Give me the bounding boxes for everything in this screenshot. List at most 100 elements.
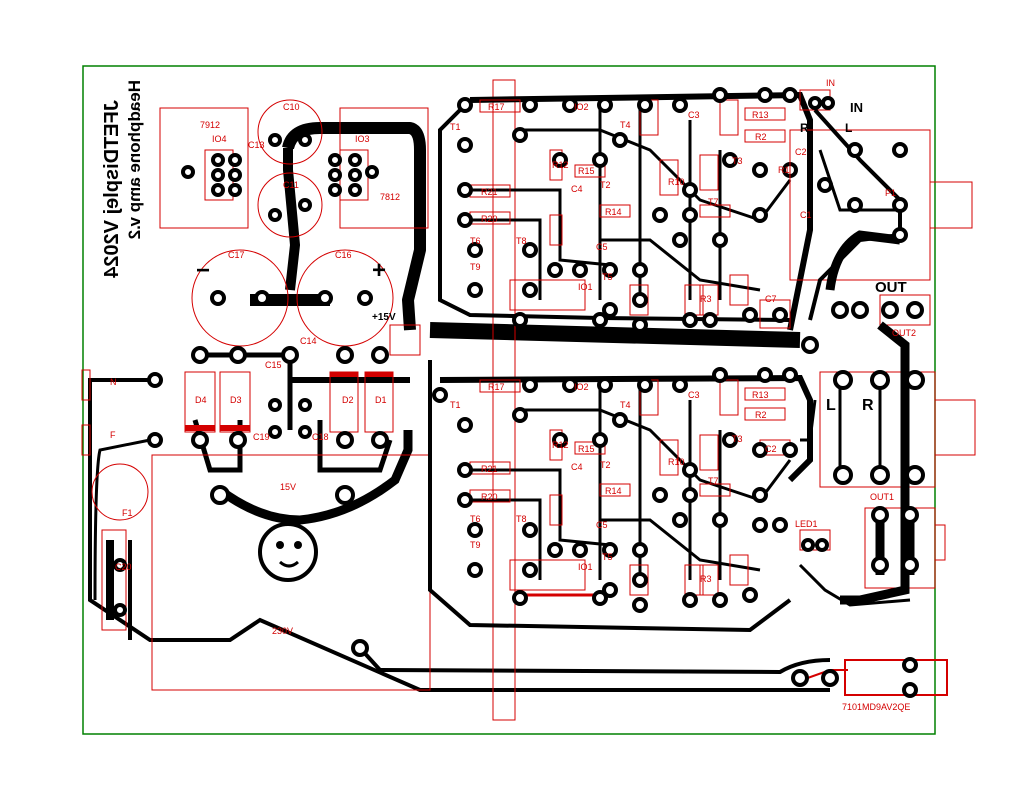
- tag-box: [844, 659, 948, 696]
- pot-label: P1: [885, 188, 896, 198]
- part-label: R21: [481, 464, 498, 474]
- part-label: R10: [668, 457, 685, 467]
- part-label: C3: [688, 110, 700, 120]
- cap-c17: [191, 249, 289, 347]
- part-label: C14: [300, 336, 317, 346]
- part-label: C16: [335, 250, 352, 260]
- part-label: R20: [481, 214, 498, 224]
- input-ref-label: IN: [826, 78, 835, 88]
- part-label: D3: [230, 395, 242, 405]
- part-label: R15: [578, 444, 595, 454]
- part-label: T3: [732, 434, 743, 444]
- part-label: R2: [755, 132, 767, 142]
- part-label: T7: [708, 476, 719, 486]
- output-r-label: R: [862, 397, 874, 414]
- part-label: C13: [248, 140, 265, 150]
- plus-sign: +: [372, 257, 386, 284]
- part-label: R21: [481, 187, 498, 197]
- part-label: R2: [755, 410, 767, 420]
- part-label: T6: [470, 514, 481, 524]
- fuse-label: F1: [122, 508, 133, 518]
- part-label: D4: [195, 395, 207, 405]
- board-subtitle: Headphone amp v.2: [125, 80, 144, 239]
- power-part-labels: C10 C11 C13 C17 C16 C15 C14 C19 C18 C20 …: [115, 102, 400, 572]
- board-subtitle-group: Headphone amp v.2: [125, 80, 144, 239]
- part-label: T6: [470, 236, 481, 246]
- tag-label: 7101MD9AV2QE: [842, 702, 910, 712]
- part-label: R17: [488, 102, 505, 112]
- mains-n-label: N: [110, 377, 117, 387]
- part-label: IO3: [355, 134, 370, 144]
- out2-ref-label: OUT2: [892, 328, 916, 338]
- part-label: C4: [571, 462, 583, 472]
- part-label: T9: [470, 262, 481, 272]
- part-label: IO1: [578, 282, 593, 292]
- part-label: T5: [602, 552, 613, 562]
- part-label: C19: [253, 432, 270, 442]
- part-label: C2: [795, 147, 807, 157]
- part-label: T3: [732, 156, 743, 166]
- part-label: C1: [800, 210, 812, 220]
- mains-f-label: F: [110, 430, 116, 440]
- part-label: C15: [265, 360, 282, 370]
- part-label: R17: [488, 382, 505, 392]
- board-title-group: JFETDisplej V2024: [101, 100, 123, 279]
- amp-channel-top: [438, 79, 813, 721]
- led-label: LED1: [795, 519, 818, 529]
- mains-voltage-label: 230V: [272, 626, 293, 636]
- rail-label: +15V: [372, 312, 396, 323]
- part-label: R10: [668, 177, 685, 187]
- part-label: C17: [228, 250, 245, 260]
- connectors-section: [789, 89, 976, 698]
- part-label: R14: [605, 207, 622, 217]
- part-label: R15: [578, 166, 595, 176]
- channel-part-labels-bottom: R17 IO2 R13 R2 T1 T2 T3 T4 T5 T6 T7 T8 T…: [450, 382, 777, 584]
- part-label: T2: [600, 180, 611, 190]
- part-label: R12: [552, 440, 569, 450]
- part-label: T1: [450, 122, 461, 132]
- part-label: C20: [115, 562, 132, 572]
- part-label: R13: [752, 390, 769, 400]
- part-label: C4: [571, 184, 583, 194]
- cap-c10: [257, 99, 323, 165]
- part-label: R14: [605, 486, 622, 496]
- amp-channel-bottom: [428, 360, 813, 633]
- out1-ref-label: OUT1: [870, 492, 894, 502]
- part-label: R3: [700, 294, 712, 304]
- part-label: R12: [552, 160, 569, 170]
- part-label: IO4: [212, 134, 227, 144]
- part-label: R13: [752, 110, 769, 120]
- part-label: T7: [708, 197, 719, 207]
- part-label: 7912: [200, 120, 220, 130]
- part-label: T8: [516, 236, 527, 246]
- input-r-label: R: [800, 121, 809, 135]
- smiley-icon: [258, 522, 318, 582]
- output-l-label: L: [826, 397, 836, 414]
- part-label: R1: [778, 165, 790, 175]
- part-label: R20: [481, 492, 498, 502]
- part-label: C2: [765, 444, 777, 454]
- input-l-label: L: [845, 121, 852, 135]
- part-label: D1: [375, 395, 387, 405]
- cap-c11: [257, 172, 323, 238]
- part-label: C18: [312, 432, 329, 442]
- input-label: IN: [850, 100, 863, 115]
- part-label: IO2: [574, 382, 589, 392]
- channel-part-labels: R17 IO2 R13 R2 T1 T2 T3 T4 T5 T6 T7 T8 T…: [450, 102, 812, 304]
- part-label: C10: [283, 102, 300, 112]
- part-label: R3: [700, 574, 712, 584]
- part-label: T1: [450, 400, 461, 410]
- part-label: C11: [283, 180, 299, 190]
- part-label: D2: [342, 395, 354, 405]
- part-label: T5: [602, 272, 613, 282]
- part-label: T9: [470, 540, 481, 550]
- part-label: C7: [765, 294, 777, 304]
- part-label: T2: [600, 460, 611, 470]
- output-label: OUT: [875, 279, 907, 296]
- part-label: C3: [688, 390, 700, 400]
- part-label: C5: [596, 520, 608, 530]
- part-label: T8: [516, 514, 527, 524]
- part-label: IO1: [578, 562, 593, 572]
- minus-sign: −: [196, 257, 210, 284]
